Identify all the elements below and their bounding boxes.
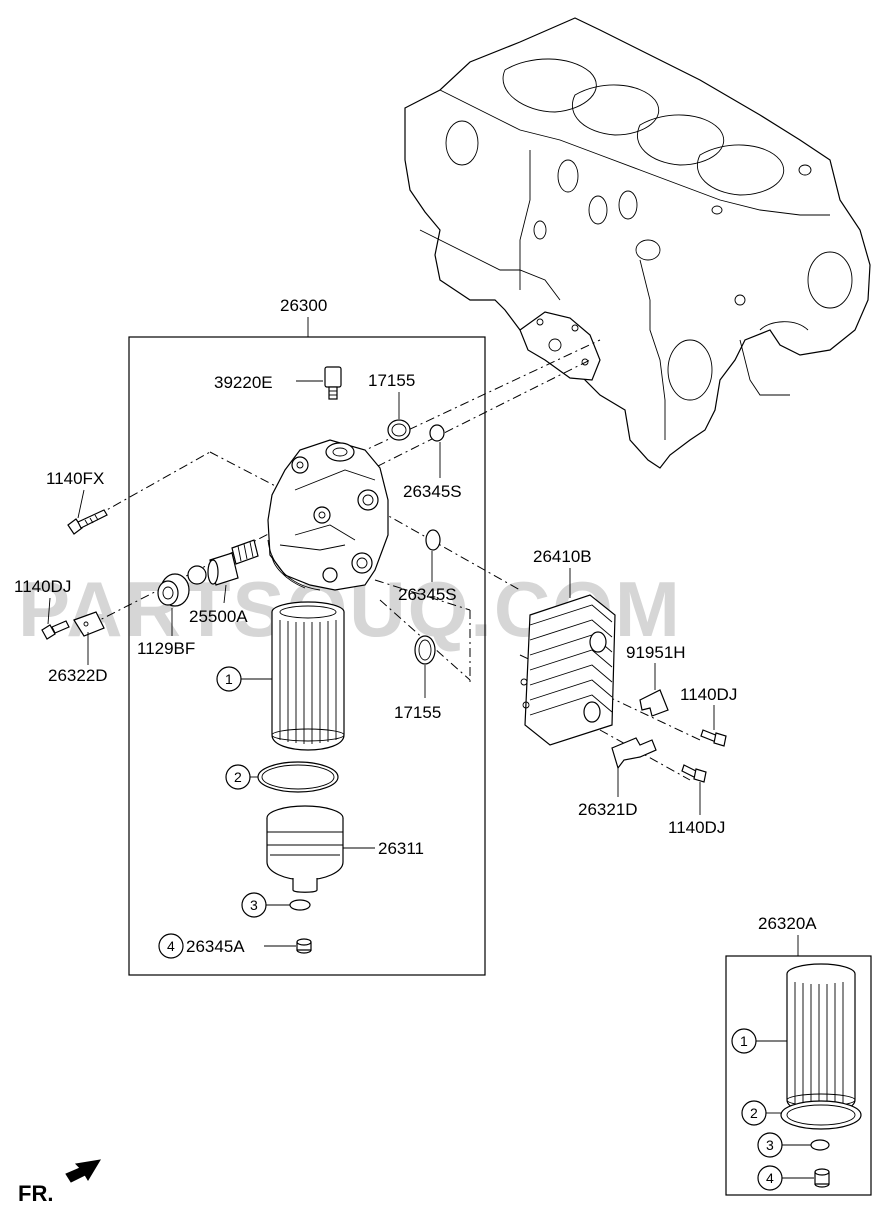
circle-marker-1-kit [731,1028,757,1054]
relief-valve-drawing [187,539,259,586]
engine-block-drawing [404,17,871,469]
oil-pressure-sensor-drawing [324,366,342,400]
callout-26410B: 26410B [533,547,592,566]
callout-17155-upper: 17155 [368,371,415,390]
circle-number-2-kit: 2 [750,1105,758,1121]
circle-marker-3-kit [757,1132,783,1158]
bracket-26321D-drawing [611,737,657,770]
callout-17155-lower: 17155 [394,703,441,722]
gasket-26322D-drawing [73,611,105,637]
circle-number-3-kit: 3 [766,1137,774,1153]
circle-marker-3-main [241,892,267,918]
circle-number-1-main: 1 [225,671,233,687]
callout-39220E: 39220E [214,373,273,392]
callout-1140FX: 1140FX [46,469,104,488]
circle-marker-2-kit [741,1100,767,1126]
circle-number-2-main: 2 [234,769,242,785]
orientation-label: FR. [18,1181,53,1206]
seal-3-main-drawing [289,899,311,911]
front-direction-arrow-icon [65,1159,101,1183]
assembly-26300-label: 26300 [280,296,327,315]
circle-marker-2-main [225,764,251,790]
circle-number-4-kit: 4 [766,1170,774,1186]
assembly-26320A-frame [725,955,872,1196]
seal-mid-drawing [425,529,441,551]
callout-26345S-upper: 26345S [403,482,462,501]
o-ring-upper-drawing [387,419,411,441]
filter-housing-drawing [267,439,389,591]
circle-marker-4-kit [757,1165,783,1191]
callout-25500A: 25500A [189,607,248,626]
callout-1140DJ-upper: 1140DJ [680,685,737,704]
assembly-26300-frame [128,336,486,976]
callout-26345A: 26345A [186,937,245,956]
kit-o-ring-drawing [780,1100,862,1130]
callout-26321D: 26321D [578,800,638,819]
oil-cooler-drawing [520,594,616,746]
filter-element-main-drawing [271,601,345,751]
callout-1140DJ-lower: 1140DJ [668,818,725,837]
circle-number-3-main: 3 [250,897,258,913]
callout-91951H: 91951H [626,643,686,662]
circle-number-1-kit: 1 [740,1033,748,1049]
o-ring-lower-drawing [414,635,436,665]
callout-1129BF: 1129BF [137,639,195,658]
o-ring-2-main-drawing [257,761,339,793]
kit-drain-plug-drawing [814,1168,830,1188]
callout-26322D: 26322D [48,666,108,685]
assembly-26320A-label: 26320A [758,914,817,933]
callout-26311: 26311 [378,839,424,858]
filter-cap-26311-drawing [266,805,344,893]
circle-marker-1-main [216,666,242,692]
plug-1129BF-drawing [157,573,190,607]
circle-marker-4-main [158,933,184,959]
bolt-1140DJ-lower-drawing [681,764,707,783]
bolt-1140DJ-left-drawing [41,620,70,640]
bracket-91951H-drawing [639,689,669,717]
drain-plug-26345A-drawing [296,938,312,954]
callout-26345S-mid: 26345S [398,585,457,604]
bolt-1140FX-drawing [67,509,108,535]
kit-seal-drawing [810,1139,830,1151]
kit-filter-element-drawing [786,963,856,1115]
callout-1140DJ-left: 1140DJ [14,577,71,596]
seal-upper-drawing [429,424,445,442]
bolt-1140DJ-upper-drawing [700,729,727,747]
circle-number-4-main: 4 [167,938,175,954]
